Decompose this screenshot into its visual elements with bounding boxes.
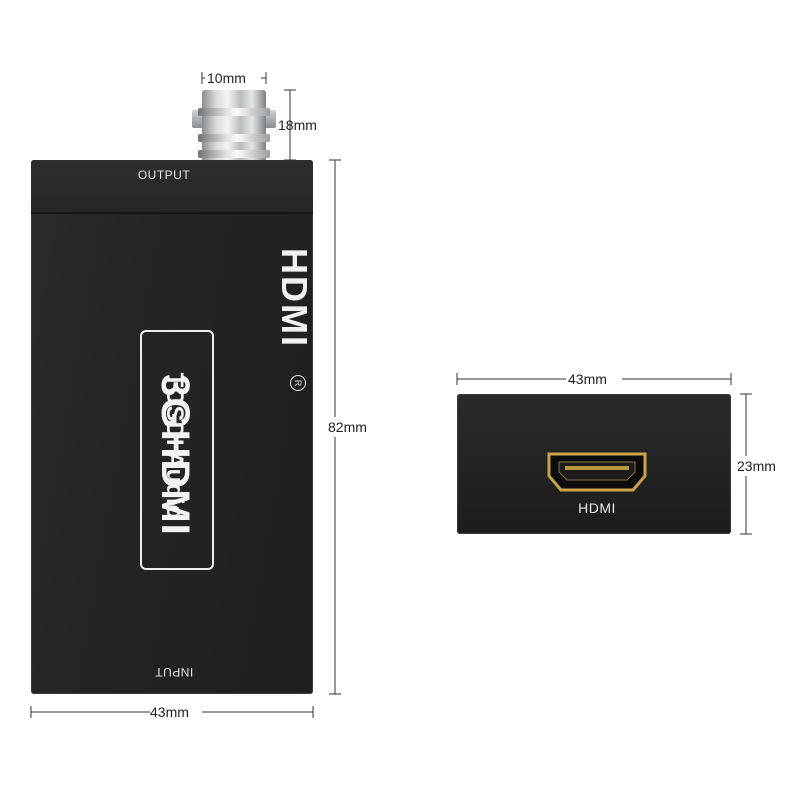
- dim-label-body-width: 43mm: [150, 704, 189, 720]
- converter-top-panel: [31, 160, 313, 214]
- bnc-connector: [198, 90, 270, 162]
- hdmi-port-label: HDMI: [578, 500, 616, 516]
- hdmi-port-icon: [547, 452, 647, 492]
- dim-label-connector-height: 18mm: [278, 117, 317, 133]
- dim-label-body-height: 82mm: [328, 419, 367, 435]
- dim-label-connector-width: 10mm: [207, 70, 246, 86]
- hdmi-brand-logo: HDMI: [274, 248, 315, 348]
- input-label: INPUT: [154, 665, 194, 679]
- dim-label-end-width: 43mm: [568, 371, 607, 387]
- converter-body: [31, 160, 313, 694]
- product-logo-tosdi-audio: TOSDI Audio: [161, 372, 188, 520]
- output-label: OUTPUT: [137, 168, 191, 182]
- product-logo-frame: [140, 330, 214, 570]
- dim-label-end-height: 23mm: [737, 458, 776, 474]
- registered-mark: R: [290, 375, 306, 391]
